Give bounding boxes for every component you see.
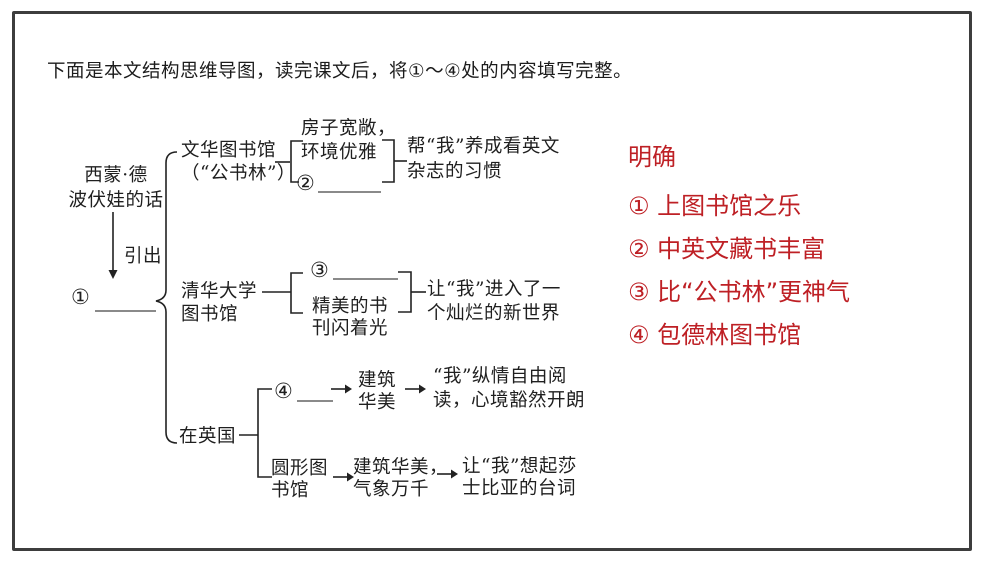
node-source-quote-line2: 波伏娃的话 (68, 190, 164, 211)
answers-panel: 明确 ① 上图书馆之乐 ② 中英文藏书丰富 ③ 比“公书林”更神气 ④ 包德林图… (628, 136, 886, 357)
node-outcome3-line2: 读，心境豁然开朗 (433, 390, 586, 411)
down-arrow (108, 212, 118, 279)
node-wenhua-library: 文华图书馆 （“公书林”） (181, 139, 296, 185)
node-exquisite-books-line2: 刊闪着光 (312, 318, 389, 339)
node-round-library-line1: 圆形图 (271, 458, 329, 479)
node-spacious-house-line2: 环境优雅 (301, 142, 378, 163)
blank3-number: ③ (310, 258, 329, 282)
node-wenhua-line1: 文华图书馆 (181, 140, 277, 161)
slide-border (12, 11, 972, 551)
node-tsinghua-library: 清华大学 图书馆 (181, 280, 257, 326)
gongshulin-bracket-left (290, 140, 303, 183)
node-round-library-line2: 书馆 (271, 480, 310, 501)
node-outcome1-line1: 帮“我”养成看英文 (407, 136, 560, 157)
node-exquisite-books-line1: 精美的书 (312, 296, 389, 317)
node-outcome-shakespeare: 让“我”想起莎 士比亚的台词 (462, 456, 577, 500)
blank4-number: ④ (274, 379, 293, 403)
blank2-number: ② (296, 171, 315, 195)
node-outcome-english-magazines: 帮“我”养成看英文 杂志的习惯 (407, 134, 560, 184)
node-tsinghua-line2: 图书馆 (181, 304, 239, 325)
qinghua-bracket-right (398, 271, 412, 313)
page-title: 下面是本文结构思维导图，读完课文后，将①～④处的内容填写完整。 (47, 61, 633, 82)
node-spacious-house: 房子宽敞， 环境优雅 (301, 117, 396, 165)
node-grand-sight: 建筑华美， 气象万千 (353, 457, 448, 501)
node-outcome2-line2: 个灿烂的新世界 (427, 303, 561, 324)
node-jianzhu-line1: 建筑 (358, 370, 397, 391)
node-qixiang-line1: 建筑华美， (353, 457, 449, 478)
answers-heading: 明确 (628, 143, 676, 171)
answer-item-1: ① 上图书馆之乐 (628, 192, 802, 220)
qinghua-bracket-left (290, 272, 303, 314)
node-outcome3-line1: “我”纵情自由阅 (433, 366, 567, 387)
node-outcome2-line1: 让“我”进入了一 (427, 279, 561, 300)
node-spacious-house-line1: 房子宽敞， (301, 118, 397, 139)
node-outcome1-line2: 杂志的习惯 (407, 161, 503, 182)
node-exquisite-books: 精美的书 刊闪着光 (312, 296, 388, 340)
node-wenhua-line2: （“公书林”） (181, 163, 296, 184)
arrow-label: 引出 (124, 246, 163, 267)
node-source-quote: 西蒙·德 波伏娃的话 (58, 163, 174, 213)
answer-item-4: ④ 包德林图书馆 (628, 321, 802, 349)
uk-bracket (257, 388, 272, 478)
arrow-yuanxing-to-qixiang (333, 472, 354, 482)
arrow-jianzhu-to-outcome3 (405, 384, 426, 394)
node-source-quote-line1: 西蒙·德 (84, 165, 148, 186)
node-outcome-new-world: 让“我”进入了一 个灿烂的新世界 (427, 278, 561, 326)
answer-item-3: ③ 比“公书林”更神气 (628, 278, 851, 306)
blank1-number: ① (71, 285, 90, 309)
arrow-blank4-to-jianzhu (331, 384, 352, 394)
main-brace (155, 151, 178, 444)
arrow-qixiang-to-outcome4 (437, 469, 458, 479)
node-round-library: 圆形图 书馆 (271, 458, 328, 502)
node-magnificent-building: 建筑 华美 (358, 370, 396, 414)
node-jianzhu-line2: 华美 (358, 392, 397, 413)
node-outcome-free-reading: “我”纵情自由阅 读，心境豁然开朗 (433, 365, 585, 413)
node-in-uk: 在英国 (179, 426, 237, 447)
answer-item-2: ② 中英文藏书丰富 (628, 235, 826, 263)
node-tsinghua-line1: 清华大学 (181, 281, 258, 302)
node-qixiang-line2: 气象万千 (353, 479, 430, 500)
node-outcome4-line1: 让“我”想起莎 (462, 456, 577, 477)
node-outcome4-line2: 士比亚的台词 (462, 478, 577, 499)
